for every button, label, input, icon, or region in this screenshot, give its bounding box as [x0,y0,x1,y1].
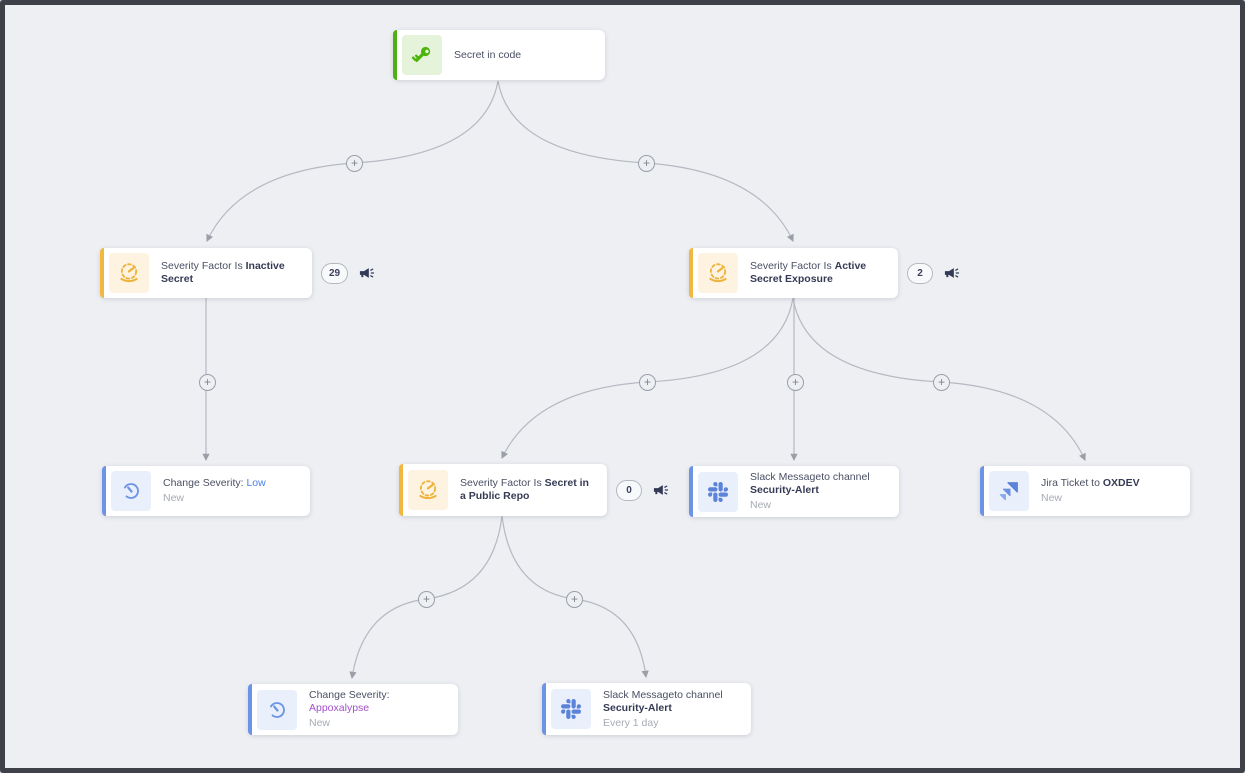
add-node-button[interactable]: + [566,591,583,608]
node-label: Slack Messageto channel [750,471,870,483]
node-label: Change Severity: [309,689,390,701]
root-node-card[interactable]: Secret in code [393,30,605,80]
add-node-button[interactable]: + [933,374,950,391]
plus-icon: + [570,592,578,606]
dial-icon [257,689,297,730]
plus-icon: + [203,375,211,389]
channel-name: Security-Alert [750,484,819,496]
megaphone-icon[interactable] [357,263,377,283]
node-status: New [750,499,772,511]
add-node-button[interactable]: + [418,591,435,608]
node-schedule: Every 1 day [603,716,659,729]
condition-node-card[interactable]: Severity Factor Is Inactive Secret [100,248,312,298]
node-label: Change Severity: [163,477,247,489]
add-node-button[interactable]: + [787,374,804,391]
severity-value: Appoxalypse [309,702,370,714]
key-icon [402,35,442,75]
project-name: OXDEV [1102,477,1140,489]
megaphone-icon[interactable] [651,480,671,500]
condition-node-card[interactable]: Severity Factor Is Secret in a Public Re… [399,464,607,516]
node-root: Secret in code [393,30,605,80]
match-count-badge[interactable]: 0 [616,479,642,501]
gauge-icon [408,470,448,510]
node-change-severity-appoxalypse: Change Severity: Appoxalypse New [248,684,458,735]
node-status: New [163,492,185,504]
add-node-button[interactable]: + [346,155,363,172]
node-label: Severity Factor Is [460,477,545,489]
match-count-badge[interactable]: 29 [321,262,349,284]
gauge-icon [109,253,149,293]
channel-name: Security-Alert [603,701,672,714]
node-label: Slack Messageto channel [603,688,723,701]
node-jira-ticket: Jira Ticket to OXDEV New [980,466,1190,516]
node-label: Severity Factor Is [750,260,835,272]
connector-edges [202,80,1086,680]
plus-icon: + [422,592,430,606]
dial-icon [111,471,151,511]
plus-icon: + [937,375,945,389]
plus-icon: + [643,375,651,389]
node-label: Jira Ticket to [1041,477,1103,489]
node-title: Secret in code [454,48,522,61]
node-slack-message: Slack Messageto channel Security-Alert N… [689,466,899,517]
node-severity-active: Severity Factor Is Active Secret Exposur… [689,248,962,298]
plus-icon: + [642,156,650,170]
node-severity-inactive: Severity Factor Is Inactive Secret 29 [100,248,377,298]
plus-icon: + [350,156,358,170]
jira-icon [989,471,1029,511]
add-node-button[interactable]: + [638,155,655,172]
node-slack-message-daily: Slack Messageto channel Security-Alert E… [542,683,751,735]
node-label: Severity Factor Is [161,260,246,272]
node-change-severity-low: Change Severity: Low New [102,466,310,516]
match-count-badge[interactable]: 2 [907,262,933,284]
node-status: New [1041,492,1063,504]
action-node-card[interactable]: Jira Ticket to OXDEV New [980,466,1190,516]
action-node-card[interactable]: Slack Messageto channel Security-Alert N… [689,466,899,517]
condition-node-card[interactable]: Severity Factor Is Active Secret Exposur… [689,248,898,298]
plus-icon: + [791,375,799,389]
action-node-card[interactable]: Change Severity: Low New [102,466,310,516]
node-label-value: Active Secret Exposure [750,260,867,285]
slack-icon [698,471,738,512]
add-node-button[interactable]: + [639,374,656,391]
node-status: New [309,717,331,729]
gauge-icon [698,253,738,293]
node-label-value: Inactive Secret [161,260,285,285]
slack-icon [551,689,591,729]
action-node-card[interactable]: Change Severity: Appoxalypse New [248,684,458,735]
action-node-card[interactable]: Slack Messageto channel Security-Alert E… [542,683,751,735]
severity-value: Low [246,477,266,489]
megaphone-icon[interactable] [942,263,962,283]
add-node-button[interactable]: + [199,374,216,391]
node-label-value: Secret in a Public Repo [460,477,589,502]
node-severity-public-repo: Severity Factor Is Secret in a Public Re… [399,464,671,516]
